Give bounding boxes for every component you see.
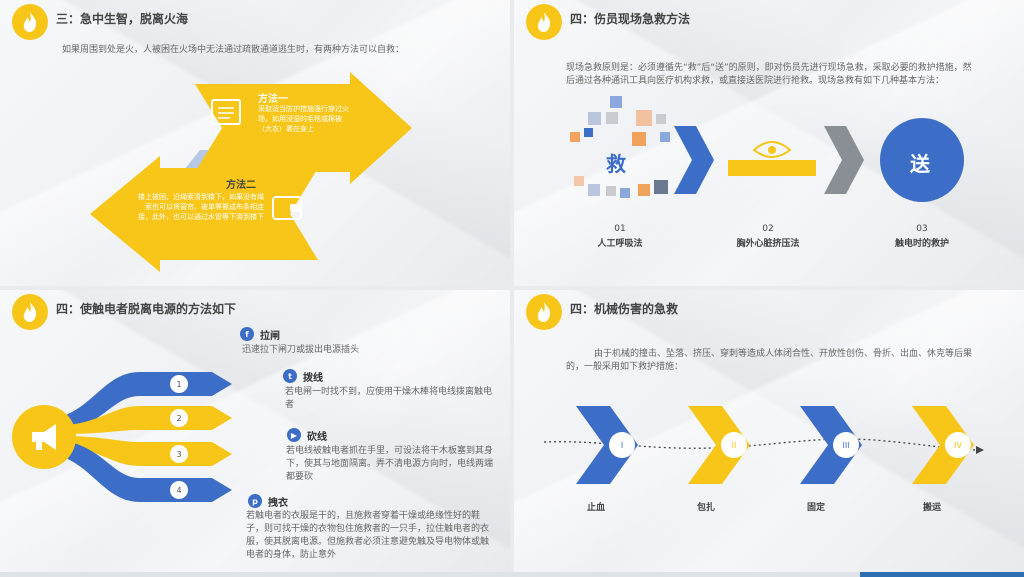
step-label: 人工呼吸法 (597, 239, 643, 249)
flame-badge (12, 294, 48, 330)
branch-number: 2 (170, 409, 188, 427)
step-number: 01 (614, 224, 626, 234)
document-icon (211, 99, 241, 125)
branch-number: 4 (170, 481, 188, 499)
flame-badge (12, 4, 48, 40)
step-label: 搬运 (922, 503, 941, 513)
step-number: 02 (762, 224, 774, 234)
chevron-step-4 (912, 406, 974, 484)
send-char: 送 (910, 152, 930, 176)
step-label: 胸外心脏挤压法 (736, 239, 800, 249)
flame-icon (537, 302, 551, 322)
item-title: 砍线 (307, 432, 327, 443)
next-row-strip (0, 572, 1024, 577)
item-title: 拉闸 (260, 331, 280, 342)
arrow-right (195, 72, 412, 184)
slide-electric-shock: 四：使触电者脱离电源的方法如下 1 2 3 4 f 拉闸 迅速拉下闸刀或拔出电源… (0, 290, 510, 576)
step-label: 包扎 (696, 503, 715, 513)
arrow-left (90, 156, 318, 272)
method1-text: 采取适当防护措施强行穿过火场，如用浸湿的毛毯或棉被（大衣）裹在身上 (258, 105, 349, 133)
item-text: 若电线被触电者抓在手里，可设法将干木板塞到其身下，使其与地面隔离。弄不清电源方向… (286, 446, 494, 482)
branch-number: 1 (170, 375, 188, 393)
method1-title: 方法一 (258, 94, 288, 105)
slide-mechanical-injury: 四：机械伤害的急救 由于机械的撞击、坠落、挤压、穿刺等造成人体闭合性、开放性创伤… (514, 290, 1024, 576)
intro-text: 如果周围到处是火，人被困在火场中无法通过疏散通道逃生时，有两种方法可以自救： (62, 45, 405, 55)
branch-number: 3 (170, 445, 188, 463)
eye-icon (752, 141, 792, 158)
flame-icon (537, 12, 551, 32)
chevron-gray (824, 126, 864, 194)
item-text: 若触电者的衣服是干的，且施救者穿着干燥或绝缘性好的鞋子，则可找干燥的衣物包住施救… (246, 511, 490, 560)
intro-text: 由于机械的撞击、坠落、挤压、穿刺等造成人体闭合性、开放性创伤、骨折、出血、休克等… (566, 349, 973, 372)
slide-title: 四：使触电者脱离电源的方法如下 (56, 302, 237, 316)
chevron-step-2 (688, 406, 750, 484)
flame-icon (23, 12, 37, 32)
wallet-icon (272, 196, 302, 220)
method2-text: 楼上被困，沿绳索滑到楼下，如果没有绳索也可以将窗帘、被单等撕成布条相连接，此外，… (138, 193, 264, 221)
chevron-step-3 (800, 406, 862, 484)
intro-text: 现场急救原则是：必须遵循先“救”后“送”的原则，即对伤员先进行现场急救，采取必要… (566, 63, 972, 86)
slide-escape-fire: 三：急中生智，脱离火海 如果周围到处是火，人被困在火场中无法通过疏散通道逃生时，… (0, 0, 510, 286)
steps-graphic (543, 406, 984, 484)
step-roman: I (609, 432, 635, 458)
yellow-bar (728, 160, 816, 176)
pinterest-icon: p (248, 494, 262, 508)
flame-badge (526, 4, 562, 40)
chevron-blue (674, 126, 714, 194)
item-text: 迅速拉下闸刀或拔出电源插头 (242, 345, 360, 355)
method2-title: 方法二 (226, 180, 256, 191)
step-number: 03 (916, 224, 928, 234)
facebook-icon: f (240, 327, 254, 341)
item-title: 拽衣 (268, 498, 288, 509)
twitter-icon: t (283, 369, 297, 383)
step-label: 固定 (806, 503, 825, 513)
chevron-step-1 (576, 406, 638, 484)
step-label: 触电时的救护 (894, 239, 949, 249)
send-circle (880, 118, 964, 202)
rescue-char: 救 (606, 152, 626, 176)
slide-title: 三：急中生智，脱离火海 (56, 12, 189, 26)
step-label: 止血 (586, 503, 605, 513)
flame-badge (526, 294, 562, 330)
slide-first-aid-methods: 四：伤员现场急救方法 现场急救原则是：必须遵循先“救”后“送”的原则，即对伤员先… (514, 0, 1024, 286)
mosaic-squares (570, 96, 670, 198)
path-arrowhead (976, 446, 984, 454)
item-title: 拨线 (303, 373, 323, 384)
step-roman: II (721, 432, 747, 458)
next-slide-accent (860, 572, 1024, 577)
arrows-graphic (90, 72, 412, 272)
slide-title: 四：伤员现场急救方法 (570, 12, 691, 26)
slide-title: 四：机械伤害的急救 (570, 302, 679, 316)
youtube-icon: ▶ (287, 428, 301, 442)
megaphone-icon (32, 424, 56, 450)
item-text: 若电闸一时找不到，应使用干燥木棒将电线拨离触电者 (285, 387, 493, 410)
step-roman: IV (945, 432, 971, 458)
rescue-process-graphic (570, 96, 964, 202)
flame-icon (23, 302, 37, 322)
step-roman: III (833, 432, 859, 458)
